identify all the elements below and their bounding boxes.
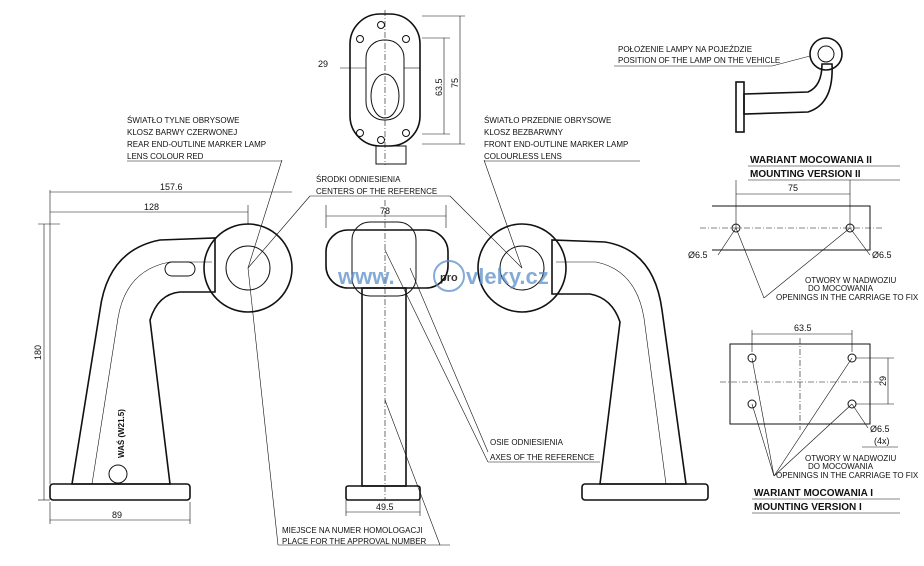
left-lamp-inner	[225, 245, 271, 291]
top-view: 29 63.5 75	[318, 10, 465, 165]
thumb-arm	[743, 63, 833, 115]
position-thumbnail	[735, 37, 843, 133]
dim-v2-hole-left: Ø6.5	[688, 250, 708, 260]
thumb-lamp	[809, 37, 843, 71]
label-rear-en-1: REAR END-OUTLINE MARKER LAMP	[127, 140, 266, 149]
dim-v1-hole-count: (4x)	[874, 436, 890, 446]
dim-v1-spacing: 63.5	[794, 323, 812, 333]
front-base	[345, 485, 421, 501]
dim-side-width-2: 128	[144, 202, 159, 212]
watermark-left: www.	[337, 264, 395, 289]
left-arm	[71, 237, 216, 485]
top-hole-5	[377, 136, 385, 144]
top-hole-3	[356, 35, 364, 43]
label-front-pl-1: ŚWIATŁO PRZEDNIE OBRYSOWE	[484, 116, 611, 125]
label-position-pl: POŁOŻENIE LAMPY NA POJEŹDZIE	[618, 45, 752, 54]
dim-front-width: 78	[380, 206, 390, 216]
dim-v2-spacing: 75	[788, 183, 798, 193]
label-rear-en-2: LENS COLOUR RED	[127, 152, 204, 161]
leader-lines	[247, 159, 523, 546]
left-base-plate	[49, 483, 191, 501]
top-view-stem	[375, 145, 407, 165]
top-hole-2	[402, 35, 410, 43]
label-centers-pl: ŚRODKI ODNIESIENIA	[316, 175, 401, 184]
front-lamp-lens	[351, 221, 417, 297]
dim-side-height: 180	[33, 345, 43, 360]
v2-holes-pl-2: DO MOCOWANIA	[808, 284, 874, 293]
v2-holes-en: OPENINGS IN THE CARRIAGE TO FIX	[776, 293, 919, 302]
v1-holes-en: OPENINGS IN THE CARRIAGE TO FIX	[776, 471, 919, 480]
v1-hole-3	[747, 399, 757, 409]
label-front-en-1: FRONT END-OUTLINE MARKER LAMP	[484, 140, 628, 149]
thumb-lamp-inner	[817, 45, 835, 63]
front-lamp-body	[325, 229, 449, 289]
right-base-plate	[581, 483, 709, 501]
label-rear-pl-1: ŚWIATŁO TYLNE OBRYSOWE	[127, 116, 239, 125]
v2-title-pl: WARIANT MOCOWANIA II	[750, 155, 872, 166]
dim-front-base: 49.5	[376, 502, 394, 512]
left-slot	[164, 261, 196, 277]
dim-top-width: 29	[318, 59, 328, 69]
dim-top-outer: 75	[450, 78, 460, 88]
top-hole-4	[356, 129, 364, 137]
v1-title-pl: WARIANT MOCOWANIA I	[754, 488, 873, 499]
right-arm	[551, 239, 687, 485]
watermark-badge-circle	[433, 260, 465, 292]
dim-side-base: 89	[112, 510, 122, 520]
dim-side-width-1: 157.6	[160, 182, 183, 192]
label-centers-en: CENTERS OF THE REFERENCE	[316, 187, 437, 196]
v1-hole-1	[747, 353, 757, 363]
dim-v1-hole: Ø6.5	[870, 424, 890, 434]
left-stamp-circle	[108, 464, 128, 484]
watermark-right: vleky.cz	[466, 264, 549, 289]
watermark-badge: pro	[440, 272, 458, 284]
mounting-version-1: 63.5 29 Ø6.5 (4x) OTWORY W NADWOZIU DO M…	[720, 323, 919, 514]
stamp-text: WAŚ (W21.5)	[117, 409, 126, 458]
label-position-en: POSITION OF THE LAMP ON THE VEHICLE	[618, 56, 780, 65]
right-lamp-lens	[477, 223, 567, 313]
v1-title-en: MOUNTING VERSION I	[754, 502, 862, 513]
front-view: 78 49.5	[325, 200, 449, 516]
top-hole-6	[402, 129, 410, 137]
right-lamp-inner	[499, 245, 545, 291]
mounting-version-2: WARIANT MOCOWANIA II MOUNTING VERSION II…	[688, 155, 919, 302]
dim-v2-hole-right: Ø6.5	[872, 250, 892, 260]
label-rear-pl-2: KLOSZ BARWY CZERWONEJ	[127, 128, 237, 137]
right-side-view	[477, 223, 709, 501]
v1-holes-pl-2: DO MOCOWANIA	[808, 462, 874, 471]
label-approval-en: PLACE FOR THE APPROVAL NUMBER	[282, 537, 427, 546]
front-stem	[361, 287, 407, 487]
label-front-pl-2: KLOSZ BEZBARWNY	[484, 128, 564, 137]
label-axes-en: AXES OF THE REFERENCE	[490, 453, 594, 462]
label-axes-pl: OSIE ODNIESIENIA	[490, 438, 564, 447]
label-front-en-2: COLOURLESS LENS	[484, 152, 562, 161]
dim-v1-height: 29	[878, 376, 888, 386]
dim-top-inner: 63.5	[434, 78, 444, 96]
v1-holes-pl-1: OTWORY W NADWOZIU	[805, 454, 896, 463]
top-hole-1	[377, 21, 385, 29]
v2-holes-pl-1: OTWORY W NADWOZIU	[805, 276, 896, 285]
callouts: ŚWIATŁO TYLNE OBRYSOWE KLOSZ BARWY CZERW…	[127, 45, 811, 546]
label-approval-pl: MIEJSCE NA NUMER HOMOLOGACJI	[282, 526, 422, 535]
v2-title-en: MOUNTING VERSION II	[750, 169, 861, 180]
left-side-view: WAŚ (W21.5) 157.6 128 180 89	[33, 182, 293, 524]
watermark: www. pro vleky.cz	[337, 260, 549, 292]
thumb-plate	[735, 81, 745, 133]
